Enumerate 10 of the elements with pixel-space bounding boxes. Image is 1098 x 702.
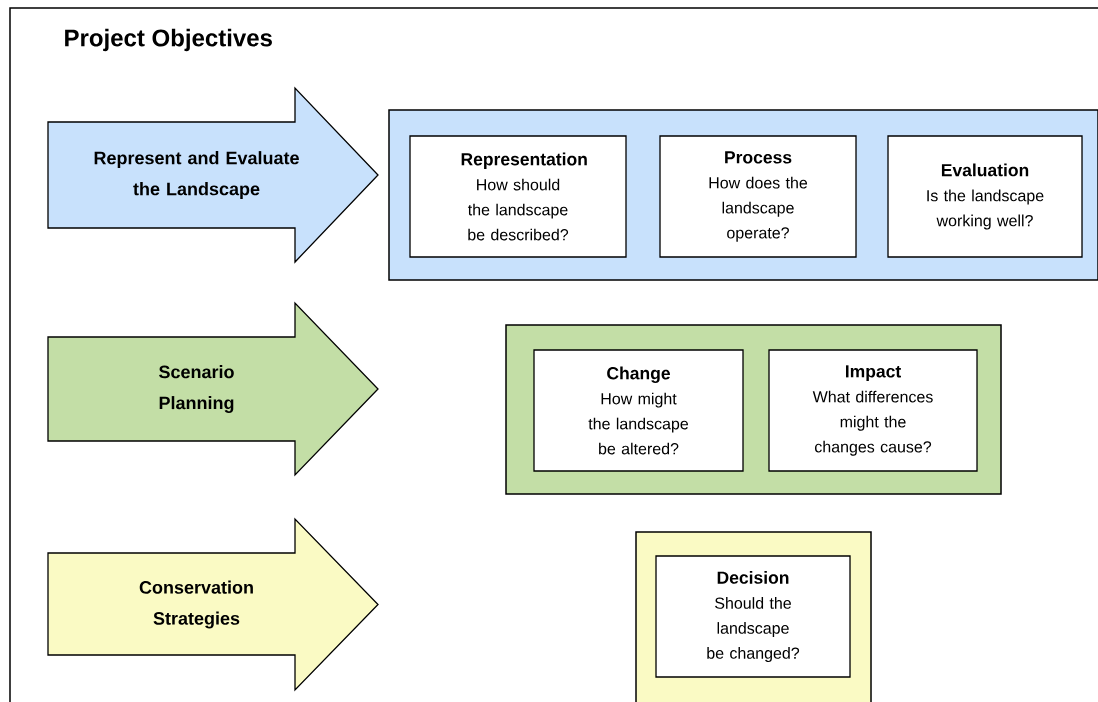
question-box: Impact What differences might the changes cause? [768, 349, 978, 472]
question-box: Decision Should the landscape be changed? [655, 555, 851, 678]
heading-banner: Conservation Strategies [47, 517, 379, 692]
question-box: Evaluation Is the landscape working well? [887, 135, 1083, 258]
title: Project Objectives [65, 28, 272, 52]
heading-banner: Represent and Evaluate the Landscape [47, 86, 379, 264]
question-box: Representation How should the landscape be described? [409, 135, 627, 258]
heading-banner: Scenario Planning [47, 301, 379, 477]
question-box: Change How might the landscape be altered? [533, 349, 744, 472]
question-box: Process How does the landscape operate? [659, 135, 857, 258]
